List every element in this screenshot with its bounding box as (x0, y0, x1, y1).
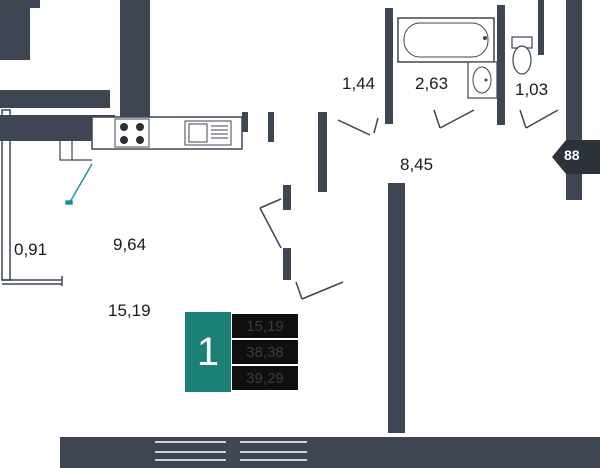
door-swing-wc (519, 109, 559, 129)
full-area-cell: 39,29 (232, 366, 298, 390)
area-label-kitchen: 9,64 (113, 235, 147, 254)
wall-wc-right-thin (538, 0, 544, 55)
balcony-door-swing (65, 163, 93, 205)
wall-bottom-outer (60, 437, 600, 468)
wall-kitchen-post-a (242, 112, 248, 132)
wall-hall-upper (318, 112, 327, 192)
apartment-number: 88 (552, 140, 600, 174)
wall-bath-right (497, 5, 505, 125)
balcony-door (59, 139, 92, 161)
rooms-count: 1 (196, 329, 220, 374)
door-swing-kitchen (259, 198, 282, 249)
area-label-bath: 2,63 (415, 74, 449, 93)
sink-icon (184, 120, 232, 146)
wall-bath-left (385, 8, 393, 124)
wall-kitchen-post-b (268, 112, 274, 142)
window-left (155, 441, 226, 461)
wall-partition-upper (283, 185, 291, 210)
door-swing-bath (433, 109, 475, 129)
stove-icon (114, 118, 150, 148)
window-right (240, 441, 307, 461)
wall-hall-right (388, 183, 405, 433)
area-label-living: 15,19 (108, 301, 151, 320)
apartment-number-text: 88 (564, 147, 580, 163)
toilet-icon (511, 36, 533, 75)
wall-kitchen-column (120, 0, 150, 118)
door-swing-bathroom (337, 117, 379, 136)
area-label-bathroom: 1,44 (342, 74, 376, 93)
bathtub-icon (397, 17, 495, 63)
wall-top-left-notch (0, 0, 40, 8)
area-label-balcony: 0,91 (14, 240, 48, 259)
wall-partition-lower (283, 248, 291, 280)
rooms-count-badge: 1 (185, 312, 231, 392)
balcony-frame (1, 109, 63, 286)
wall-left-upper (0, 90, 110, 108)
area-label-hall: 8,45 (400, 155, 434, 174)
apartment-number-tag (552, 140, 600, 174)
total-area-cell: 38,38 (232, 340, 298, 364)
door-swing-living (295, 281, 344, 300)
area-label-wc: 1,03 (515, 80, 549, 99)
living-area-cell: 15,19 (232, 314, 298, 338)
washbasin-icon (467, 61, 498, 99)
wall-top-left-block (0, 0, 30, 60)
